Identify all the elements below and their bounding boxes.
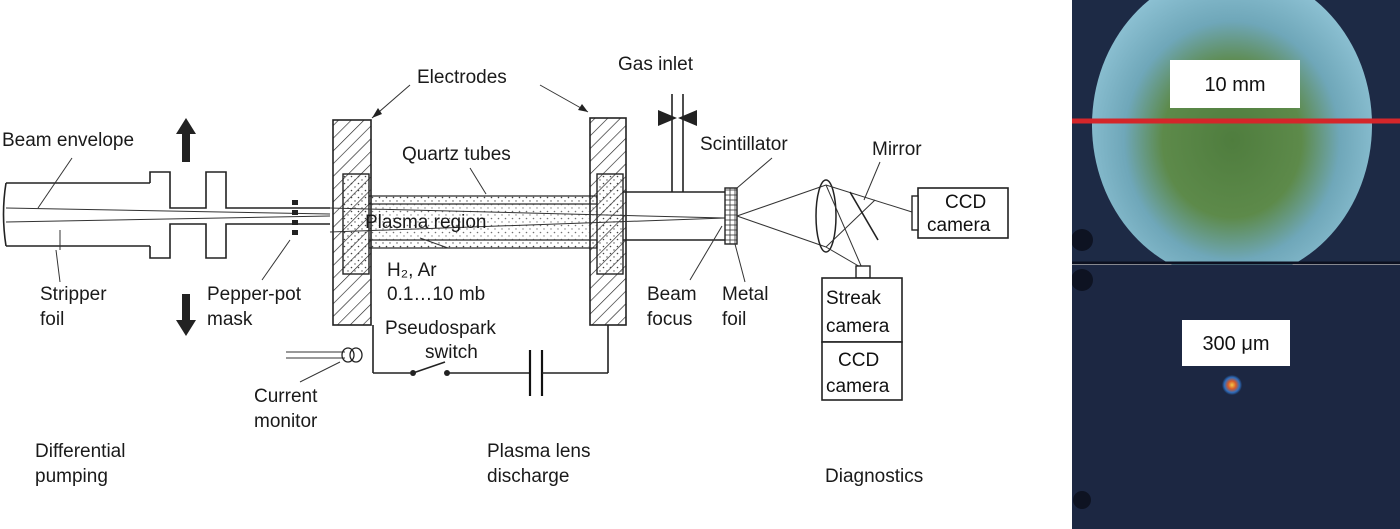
beam-spot-photos: 10 mm 300 μm <box>1072 0 1400 529</box>
scintillator-foil <box>724 187 738 245</box>
label-diff-pumping-2: pumping <box>35 466 108 487</box>
label-beam-envelope: Beam envelope <box>2 130 134 151</box>
label-current-1: Current <box>254 386 318 407</box>
label-beam-focus-1: Beam <box>647 284 697 305</box>
label-streak-1: Streak <box>826 288 881 309</box>
label-beam-focus-2: focus <box>647 309 692 330</box>
scale-label-bottom: 300 μm <box>1202 333 1269 355</box>
label-gas-mix: H₂, Ar <box>387 260 437 281</box>
label-mirror: Mirror <box>872 139 922 160</box>
label-diff-pumping-1: Differential <box>35 441 125 462</box>
focused-beam-spot <box>1222 375 1242 395</box>
label-stripper-1: Stripper <box>40 284 107 305</box>
label-pepper-1: Pepper-pot <box>207 284 302 305</box>
label-gas-inlet: Gas inlet <box>618 54 694 75</box>
label-plasma-region: Plasma region <box>365 212 486 233</box>
quartz-tube-assembly <box>329 173 726 275</box>
scale-label-top: 10 mm <box>1204 74 1265 96</box>
label-ccd2-2: camera <box>826 376 890 397</box>
beam-pipe <box>2 182 331 247</box>
label-plasma-lens-1: Plasma lens <box>487 441 591 462</box>
label-gas-pressure: 0.1…10 mb <box>387 284 485 305</box>
leader-lines <box>37 84 881 383</box>
differential-pumping-section <box>59 118 330 336</box>
label-quartz-tubes: Quartz tubes <box>402 144 511 165</box>
pepper-pot-mask <box>292 200 298 235</box>
label-pepper-2: mask <box>207 309 253 330</box>
ccd-camera-top <box>911 187 1009 239</box>
label-metal-foil-2: foil <box>722 309 746 330</box>
optical-path <box>736 179 913 269</box>
pump-arrow-up <box>176 118 196 162</box>
label-ccd-camera-2: camera <box>927 215 991 236</box>
label-electrodes: Electrodes <box>417 67 507 88</box>
label-metal-foil-1: Metal <box>722 284 768 305</box>
discharge-circuit <box>372 325 609 396</box>
label-stripper-2: foil <box>40 309 64 330</box>
photo-beam-focused: 300 μm <box>1072 265 1400 529</box>
label-ccd-camera-1: CCD <box>945 192 986 213</box>
label-streak-2: camera <box>826 316 890 337</box>
label-scintillator: Scintillator <box>700 134 788 155</box>
photo-beam-unfocused: 10 mm <box>1072 0 1400 280</box>
pump-arrow-down <box>176 294 196 336</box>
current-monitor <box>286 347 363 363</box>
label-pseudospark-1: Pseudospark <box>385 318 496 339</box>
gas-inlet-valve <box>658 94 697 192</box>
plasma-lens-schematic: Electrodes Gas inlet Beam envelope Quart… <box>2 54 1009 487</box>
label-plasma-lens-2: discharge <box>487 466 569 487</box>
label-ccd2-1: CCD <box>838 350 879 371</box>
streak-ccd-stack <box>821 265 903 401</box>
label-diagnostics: Diagnostics <box>825 466 923 487</box>
label-pseudospark-2: switch <box>425 342 478 363</box>
label-current-2: monitor <box>254 411 318 432</box>
